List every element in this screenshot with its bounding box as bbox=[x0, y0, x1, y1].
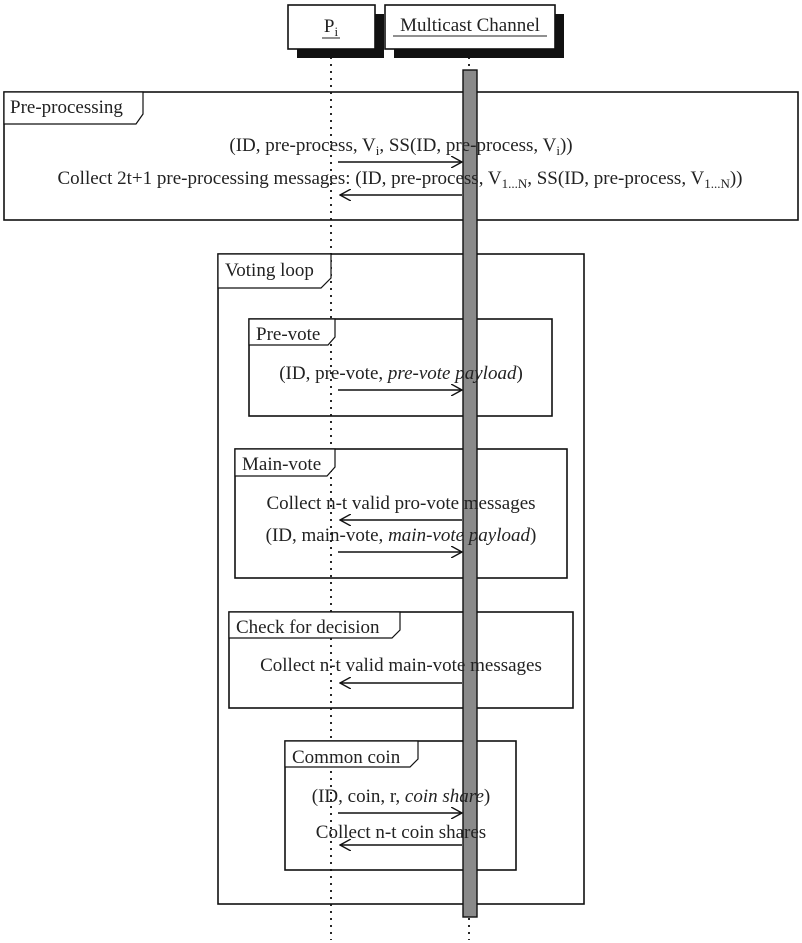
msg-main-vote-send: (ID, main-vote, main-vote payload) bbox=[266, 525, 537, 546]
frame-preprocessing-title: Pre-processing bbox=[10, 97, 123, 118]
frame-decision-title: Check for decision bbox=[236, 617, 380, 638]
pi-sub: i bbox=[334, 24, 338, 39]
frame-voting-loop-title: Voting loop bbox=[225, 260, 314, 281]
frame-preprocessing: Pre-processing bbox=[3, 91, 799, 221]
msg-main-vote-collect: Collect n-t valid pro-vote messages bbox=[266, 493, 535, 514]
frame-main-vote-title: Main-vote bbox=[242, 454, 321, 475]
msg-decision-collect: Collect n-t valid main-vote messages bbox=[260, 655, 542, 676]
frame-main-vote: Main-vote bbox=[234, 448, 568, 579]
frame-common-coin: Common coin bbox=[284, 740, 517, 871]
frame-check-for-decision: Check for decision bbox=[228, 611, 574, 709]
msg-coin-collect: Collect n-t coin shares bbox=[316, 822, 486, 843]
frame-pre-vote-title: Pre-vote bbox=[256, 324, 320, 345]
frame-coin-title: Common coin bbox=[292, 747, 401, 768]
participant-channel-label: Multicast Channel bbox=[400, 15, 540, 36]
channel-activation-bar bbox=[462, 69, 478, 918]
msg-coin-send: (ID, coin, r, coin share) bbox=[312, 786, 490, 807]
participant-multicast-channel: Multicast Channel bbox=[384, 4, 564, 58]
frame-pre-vote: Pre-vote bbox=[248, 318, 553, 417]
msg-pre-vote-send: (ID, pre-vote, pre-vote payload) bbox=[279, 363, 523, 384]
participant-pi-label: Pi bbox=[324, 16, 339, 39]
participant-pi: Pi bbox=[287, 4, 384, 58]
pi-base: P bbox=[324, 16, 335, 37]
msg-pre-process-collect: Collect 2t+1 pre-processing messages: (I… bbox=[58, 168, 743, 191]
frame-voting-loop: Voting loop bbox=[217, 253, 585, 905]
msg-pre-process-send: (ID, pre-process, Vi, SS(ID, pre-process… bbox=[229, 135, 572, 158]
